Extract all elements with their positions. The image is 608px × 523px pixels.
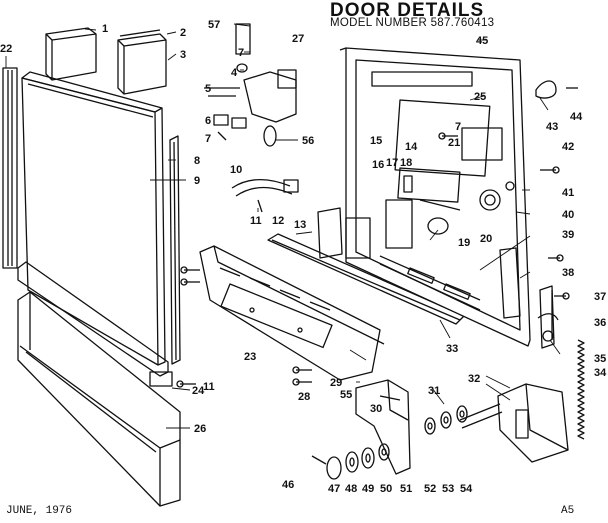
part-22-strip [2, 67, 18, 269]
label-14: 14 [405, 141, 418, 153]
label-20: 20 [480, 233, 492, 245]
wire-10-12 [231, 178, 299, 213]
label-35: 35 [594, 353, 606, 365]
part-23-control-panel [199, 245, 385, 381]
label-25: 25 [474, 91, 486, 103]
diagram-title: DOOR DETAILS [330, 0, 485, 21]
part-45-inner-door [339, 47, 531, 347]
label-40: 40 [562, 209, 574, 221]
label-8: 8 [194, 155, 200, 167]
label-46: 46 [282, 479, 294, 491]
label-6: 6 [205, 115, 211, 127]
label-3: 3 [180, 49, 186, 61]
label-45: 45 [476, 35, 488, 47]
label-39: 39 [562, 229, 574, 241]
label-42: 42 [562, 141, 574, 153]
part-35-36-hinge [537, 285, 559, 349]
part-24-trim [17, 261, 173, 387]
label-38: 38 [562, 267, 574, 279]
label-16: 16 [372, 159, 384, 171]
label-34: 34 [594, 367, 607, 379]
label-18: 18 [400, 157, 412, 169]
label-51: 51 [400, 483, 412, 495]
part-32-arm [497, 383, 569, 463]
latch-cluster-14-21 [397, 127, 515, 235]
label-33: 33 [446, 343, 458, 355]
model-number: MODEL NUMBER 587.760413 [330, 17, 495, 29]
label-53: 53 [442, 483, 454, 495]
part-labels: 1 2 3 4 5 6 7 7 7 8 9 10 11 11 12 13 14 … [0, 19, 607, 495]
part-8-strip [169, 135, 181, 365]
label-7c: 7 [455, 121, 461, 133]
label-22: 22 [0, 43, 12, 55]
label-11b: 11 [203, 381, 215, 393]
label-15: 15 [370, 135, 382, 147]
label-48: 48 [345, 483, 357, 495]
label-4: 4 [231, 67, 238, 79]
footer-page-code: A5 [561, 505, 575, 517]
part-3-panel [117, 29, 167, 95]
part-43-44-stop [535, 80, 578, 99]
label-31: 31 [428, 385, 440, 397]
label-19: 19 [458, 237, 470, 249]
label-37: 37 [594, 291, 606, 303]
label-12: 12 [272, 215, 284, 227]
label-1: 1 [102, 23, 108, 35]
label-49: 49 [362, 483, 374, 495]
label-10: 10 [230, 164, 242, 176]
label-21: 21 [448, 137, 460, 149]
part-1-panel [45, 27, 97, 81]
label-23: 23 [244, 351, 256, 363]
label-32: 32 [468, 373, 480, 385]
label-7b: 7 [205, 133, 211, 145]
label-7a: 7 [238, 47, 244, 59]
leader-lines [5, 23, 561, 429]
label-54: 54 [460, 483, 473, 495]
part-26-lower-panel [17, 291, 181, 507]
hinge-cluster-4-6-27 [204, 23, 297, 147]
label-5: 5 [205, 83, 211, 95]
label-26: 26 [194, 423, 206, 435]
part-34-spring [577, 339, 585, 440]
label-56: 56 [302, 135, 314, 147]
label-36: 36 [594, 317, 606, 329]
label-29: 29 [330, 377, 342, 389]
label-11a: 11 [250, 215, 262, 227]
label-9: 9 [194, 175, 200, 187]
label-27: 27 [292, 33, 304, 45]
label-52: 52 [424, 483, 436, 495]
label-30: 30 [370, 403, 382, 415]
washers-47-54 [326, 405, 468, 480]
label-24: 24 [192, 385, 205, 397]
part-9-door-panel [21, 71, 166, 366]
label-41: 41 [562, 187, 574, 199]
label-47: 47 [328, 483, 340, 495]
label-28: 28 [298, 391, 310, 403]
label-43: 43 [546, 121, 558, 133]
footer-date: JUNE, 1976 [6, 505, 73, 517]
label-50: 50 [380, 483, 392, 495]
label-2: 2 [180, 27, 186, 39]
screws [176, 132, 570, 465]
label-44: 44 [570, 111, 583, 123]
part-29-55-hinge-bracket [355, 379, 411, 475]
label-57: 57 [208, 19, 220, 31]
label-17: 17 [386, 157, 398, 169]
part-13-bracket [317, 207, 371, 259]
label-13: 13 [294, 219, 306, 231]
label-55: 55 [340, 389, 352, 401]
